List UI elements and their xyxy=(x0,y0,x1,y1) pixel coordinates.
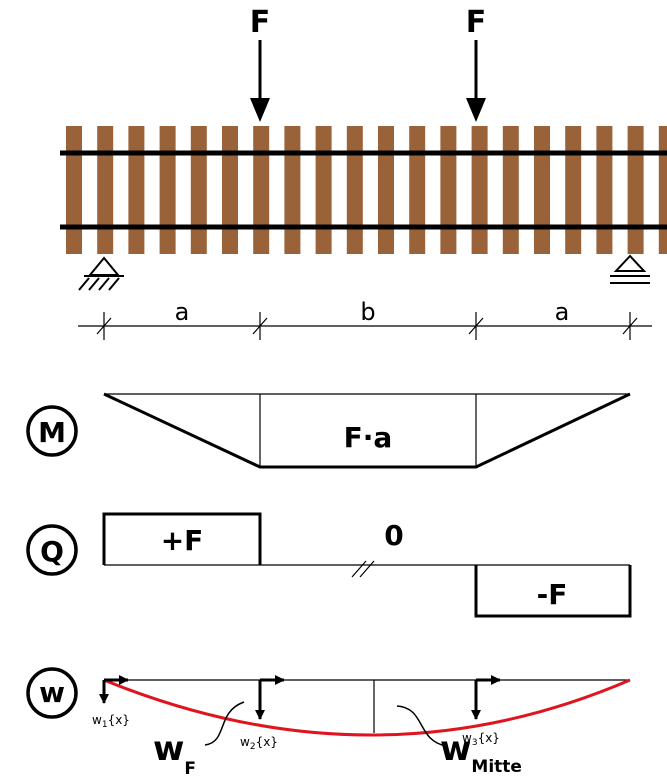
shear-block-positive xyxy=(102,512,262,565)
shear-label-positive: +F xyxy=(161,524,204,557)
moment-diagram: M F·a xyxy=(26,392,631,469)
sleeper xyxy=(346,126,363,254)
shear-diagram: Q +F 0 -F xyxy=(26,512,632,618)
force-arrow-left-head xyxy=(250,98,270,122)
sleeper xyxy=(97,126,114,254)
sleeper xyxy=(222,126,238,254)
deflection-symbol-circle xyxy=(26,667,78,719)
roller-support xyxy=(610,254,650,284)
moment-value-label: F·a xyxy=(344,421,393,454)
moment-curve xyxy=(103,392,631,469)
sleeper xyxy=(658,126,667,254)
deflection-symbol: w xyxy=(39,676,65,709)
deflection-diagram: w w1{x} w2{x} w3{x} wF wMitte xyxy=(26,667,631,779)
w2-label: w2{x} xyxy=(240,735,278,752)
dim-label-b: b xyxy=(360,298,375,326)
deflection-curve xyxy=(103,678,631,737)
w1-label: w1{x} xyxy=(92,713,130,730)
load-force-right: F xyxy=(466,5,487,122)
dim-label-a-right: a xyxy=(555,298,570,326)
track-sleepers xyxy=(66,126,667,254)
wMitte-label: wMitte xyxy=(440,729,522,777)
w3-label: w3{x} xyxy=(462,731,500,748)
sleeper xyxy=(471,126,488,254)
sleeper xyxy=(315,126,332,254)
dim-label-a-left: a xyxy=(175,298,190,326)
sleeper xyxy=(66,126,82,254)
sleeper xyxy=(565,126,582,254)
force-arrow-right-head xyxy=(466,98,486,122)
pinned-support xyxy=(78,256,124,291)
moment-symbol: M xyxy=(38,416,66,449)
shear-block-negative xyxy=(474,565,632,618)
wF-label: wF xyxy=(153,729,196,779)
sleeper xyxy=(440,126,457,254)
shear-label-zero: 0 xyxy=(384,519,403,552)
sleeper xyxy=(596,126,613,254)
sleeper xyxy=(378,126,394,254)
sleeper xyxy=(159,126,176,254)
sleeper xyxy=(409,126,426,254)
sleeper xyxy=(534,126,550,254)
sleeper xyxy=(190,126,207,254)
moment-symbol-circle xyxy=(26,405,78,457)
shear-symbol: Q xyxy=(40,535,64,568)
shear-symbol-circle xyxy=(26,524,78,576)
force-label-left: F xyxy=(250,5,271,40)
dimension-line: a b a xyxy=(78,298,652,340)
force-label-right: F xyxy=(466,5,487,40)
load-force-left: F xyxy=(250,5,271,122)
sleeper xyxy=(502,126,519,254)
sleeper xyxy=(284,126,301,254)
shear-label-negative: -F xyxy=(537,578,568,611)
sleeper xyxy=(627,126,644,254)
sleeper xyxy=(253,126,270,254)
sleeper xyxy=(128,126,145,254)
